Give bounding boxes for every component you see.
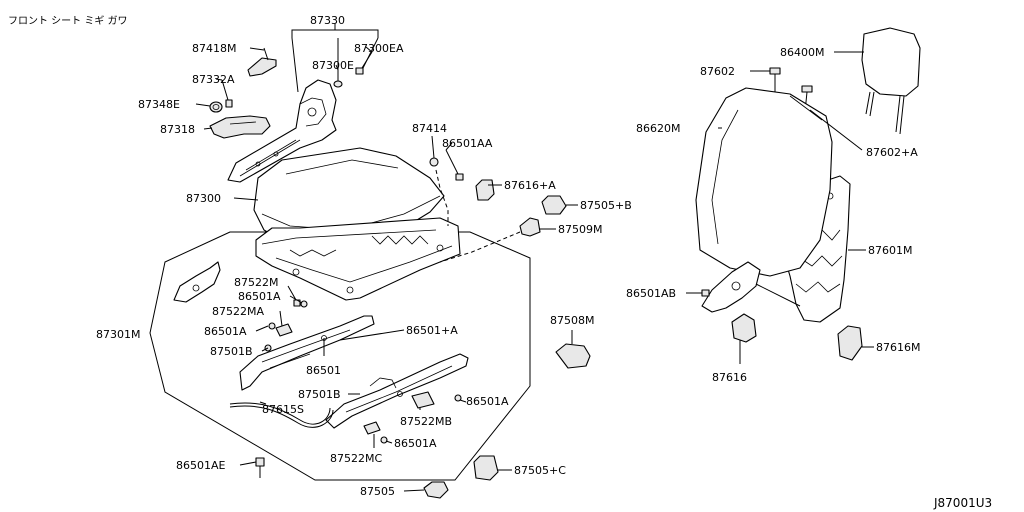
label-87616M: 87616M (876, 341, 920, 354)
label-86501A-4: 86501A (394, 437, 437, 450)
headrest-86400M (861, 27, 921, 135)
label-87332A: 87332A (192, 73, 235, 86)
knob-87418M (247, 47, 277, 77)
label-87615S: 87615S (262, 403, 304, 416)
cover-87505C (473, 455, 499, 481)
label-87602A: 87602+A (866, 146, 918, 159)
label-86501AA: 86501AA (442, 137, 493, 150)
label-87301M: 87301M (96, 328, 140, 341)
recliner-mechanism (701, 261, 801, 313)
bolt-87414 (429, 135, 439, 167)
seat-rail-upper (239, 315, 375, 391)
guide-87602 (769, 67, 781, 92)
label-86501A-1: 86501A (238, 290, 281, 303)
label-87501B-2: 87501B (298, 388, 341, 401)
clip-87522MC (363, 421, 381, 435)
label-87601M: 87601M (868, 244, 912, 257)
label-86501AE: 86501AE (176, 459, 226, 472)
label-87602: 87602 (700, 65, 735, 78)
label-87616A: 87616+A (504, 179, 556, 192)
seat-rail-lower (325, 353, 469, 429)
label-87508M: 87508M (550, 314, 594, 327)
label-86501A-3: 86501A (466, 395, 509, 408)
grommet-87348E (209, 101, 223, 113)
label-87300: 87300 (186, 192, 221, 205)
lever-87318 (209, 115, 271, 139)
label-87509M: 87509M (558, 223, 602, 236)
dashed-leader-87509M (439, 231, 521, 263)
clip-87509M (519, 217, 541, 237)
label-87522MC: 87522MC (330, 452, 382, 465)
screw-87332A (221, 79, 233, 108)
screw-87300E (333, 70, 343, 88)
label-87348E: 87348E (138, 98, 180, 111)
bolts-86501A (264, 300, 462, 444)
label-86501A-2: 86501A (204, 325, 247, 338)
cover-87505B (541, 195, 567, 215)
label-86620M: 86620M (636, 122, 680, 135)
seat-back-cushion-86620M (695, 87, 833, 277)
dashed-leader-87414 (435, 169, 449, 226)
assembly-boundary-87301M (149, 231, 531, 481)
seat-side-bracket (173, 261, 221, 303)
label-87522M: 87522M (234, 276, 278, 289)
cover-87616 (731, 313, 757, 343)
seat-pan-frame (255, 217, 461, 301)
leader-lines (195, 46, 874, 492)
label-87330: 87330 (310, 14, 345, 27)
label-87501B-1: 87501B (210, 345, 253, 358)
cover-87616A (475, 179, 495, 201)
label-87318: 87318 (160, 123, 195, 136)
cover-87505 (423, 481, 449, 499)
label-87616: 87616 (712, 371, 747, 384)
clip-87522MA (275, 323, 293, 337)
wire-87615S (229, 402, 331, 425)
label-86501: 86501 (306, 364, 341, 377)
label-86501AB: 86501AB (626, 287, 676, 300)
bolt-86501AA (445, 149, 464, 181)
label-87414: 87414 (412, 122, 447, 135)
label-87505B: 87505+B (580, 199, 632, 212)
label-87300E: 87300E (312, 59, 354, 72)
label-87505: 87505 (360, 485, 395, 498)
screw-87300EA (355, 51, 373, 75)
label-86501A-plus: 86501+A (406, 324, 458, 337)
bolt-86501AE (255, 457, 265, 478)
label-86400M: 86400M (780, 46, 824, 59)
label-87522MB: 87522MB (400, 415, 452, 428)
diagram-code: J87001U3 (933, 496, 992, 510)
clip-87522MB (411, 391, 435, 409)
label-87418M: 87418M (192, 42, 236, 55)
label-87522MA: 87522MA (212, 305, 264, 318)
bracket-87508M (555, 343, 591, 369)
bracket-87330 (291, 24, 379, 93)
seat-side-frame (227, 79, 337, 183)
label-87505C: 87505+C (514, 464, 566, 477)
diagram-header: フロント シート ミギ ガワ (8, 15, 128, 27)
bolt-86501AB (701, 289, 710, 297)
cover-87616M (837, 325, 863, 361)
label-87300EA: 87300EA (354, 42, 404, 55)
